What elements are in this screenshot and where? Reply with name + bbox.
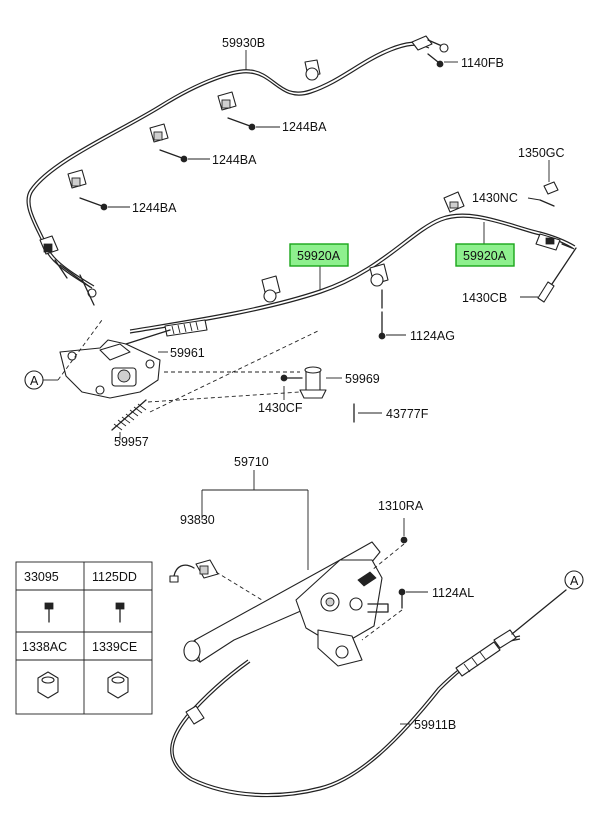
label-1350gc[interactable]: 1350GC: [518, 146, 565, 160]
part-1430nc: [527, 197, 555, 207]
cable-clip-2: [217, 91, 237, 111]
cable-clip-1: [304, 59, 321, 81]
table-header-33095[interactable]: 33095: [24, 570, 59, 584]
label-1124ag[interactable]: 1124AG: [410, 329, 455, 343]
label-59710[interactable]: 59710: [234, 455, 269, 469]
reference-a-bottom-label: A: [570, 574, 579, 588]
nut-1338ac-icon: [37, 671, 59, 699]
label-59920a-2[interactable]: 59920A: [463, 249, 507, 263]
bolt-1244ba-3: [79, 197, 130, 211]
bolt-1430cf: [280, 374, 303, 400]
label-59920a-1[interactable]: 59920A: [297, 249, 341, 263]
nut-1350gc: [543, 160, 559, 195]
spring-59957: [111, 399, 147, 440]
bolt-1125dd-icon: [115, 602, 125, 623]
cable-clip-6: [369, 263, 389, 309]
front-cable-59911b: [170, 589, 567, 798]
cable-clip-3: [149, 123, 169, 143]
table-header-1338ac[interactable]: 1338AC: [22, 640, 67, 654]
rear-cable-59930b: [26, 35, 449, 306]
reference-a-bottom: [564, 570, 584, 590]
highlight-box-59920a-1: [289, 243, 349, 267]
label-1140fb[interactable]: 1140FB: [461, 56, 504, 70]
cable-clip-7: [443, 191, 465, 213]
nut-1310ra: [371, 518, 408, 571]
bolt-1244ba-2: [159, 149, 210, 163]
label-93830[interactable]: 93830: [180, 513, 215, 527]
cable-clip-5: [261, 275, 281, 303]
table-header-1339ce[interactable]: 1339CE: [92, 640, 137, 654]
bolt-33095-icon: [44, 602, 54, 623]
switch-93830: [169, 559, 263, 601]
bolt-1244ba-1: [227, 117, 280, 131]
bolt-1140fb: [427, 53, 458, 68]
clip-43777f: [353, 403, 382, 423]
bolt-1124al: [361, 588, 428, 641]
parking-brake-lever-59710: [183, 541, 389, 667]
label-1244ba-2[interactable]: 1244BA: [212, 153, 257, 167]
reference-a-top-label: A: [30, 374, 39, 388]
cable-clip-4: [67, 169, 87, 189]
reference-a-top: [24, 370, 58, 390]
label-1244ba-1[interactable]: 1244BA: [282, 120, 327, 134]
label-1430cb[interactable]: 1430CB: [462, 291, 507, 305]
pin-59969: [299, 366, 342, 399]
hardware-table: [15, 561, 153, 715]
nut-1339ce-icon: [107, 671, 129, 699]
label-59930b[interactable]: 59930B: [222, 36, 265, 50]
equalizer-bracket-59961: [59, 339, 168, 399]
label-1124al[interactable]: 1124AL: [432, 586, 474, 600]
label-1430cf[interactable]: 1430CF: [258, 401, 303, 415]
label-43777f[interactable]: 43777F: [386, 407, 429, 421]
highlight-box-59920a-2: [455, 243, 515, 267]
label-59957[interactable]: 59957: [114, 435, 149, 449]
label-59911b[interactable]: 59911B: [414, 718, 456, 732]
label-59969[interactable]: 59969: [345, 372, 380, 386]
front-cable-59920a: [129, 213, 577, 337]
label-59961[interactable]: 59961: [170, 346, 205, 360]
label-1244ba-3[interactable]: 1244BA: [132, 201, 177, 215]
label-1430nc[interactable]: 1430NC: [472, 191, 518, 205]
label-1310ra[interactable]: 1310RA: [378, 499, 424, 513]
table-header-1125dd[interactable]: 1125DD: [92, 570, 137, 584]
bolt-1124ag: [378, 311, 406, 340]
